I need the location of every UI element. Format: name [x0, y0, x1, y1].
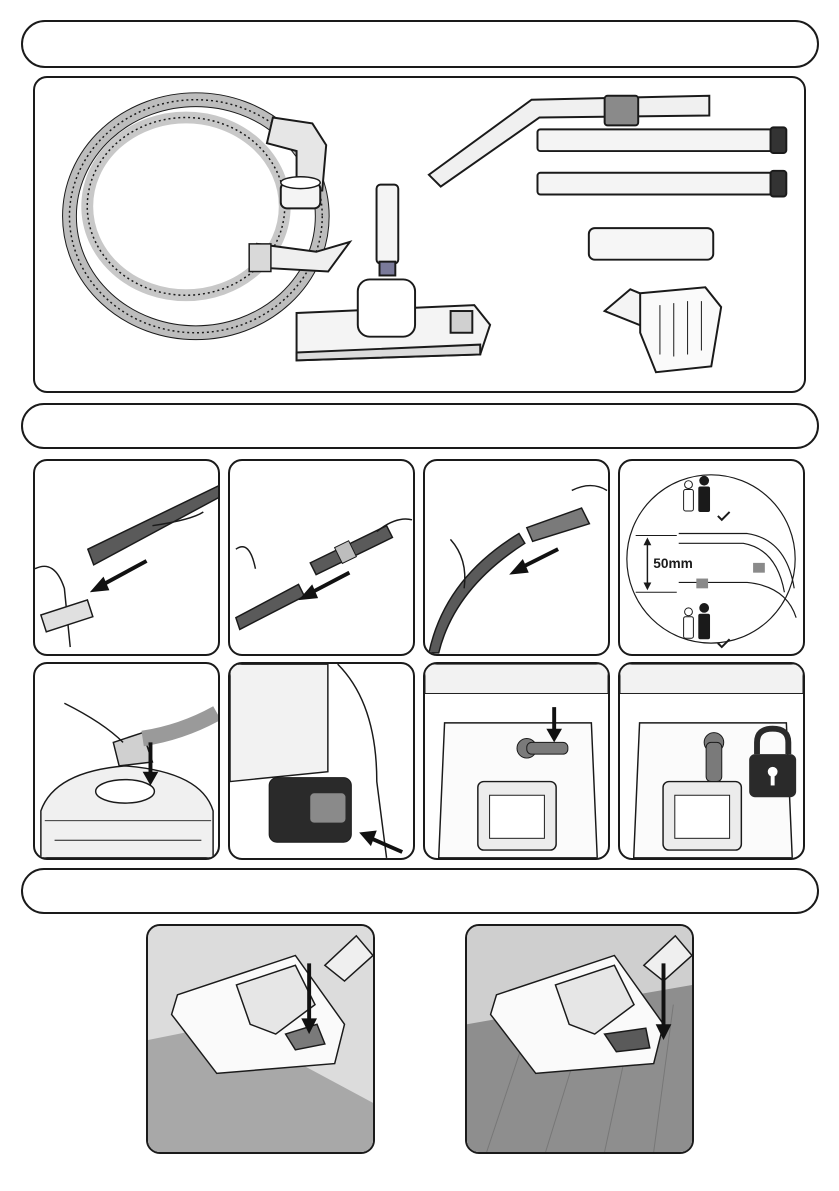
- section-header-assembly: [21, 403, 819, 449]
- section-header-floor-setting: [21, 868, 819, 914]
- hard-floor-setting-panel: [465, 924, 694, 1154]
- adapter-illustration: [589, 228, 713, 260]
- step-lock-latch-panel: [423, 662, 610, 860]
- step-insert-battery-panel: [228, 662, 415, 860]
- section-header-components: [21, 20, 819, 68]
- latch-illustration: [704, 733, 724, 782]
- direction-arrow: [509, 549, 558, 574]
- height-difference-label: 50mm: [653, 556, 693, 571]
- check-icon: [718, 512, 730, 520]
- battery-pack-illustration: [269, 778, 351, 843]
- carpet-setting-panel: [146, 924, 375, 1154]
- direction-arrow: [90, 561, 147, 592]
- step-attach-tube-panel: [33, 459, 220, 656]
- short-user-icon: [684, 608, 694, 638]
- extension-tube-2: [537, 171, 786, 197]
- direction-arrow: [299, 573, 350, 600]
- short-user-icon: [684, 481, 694, 511]
- components-panel: [33, 76, 806, 393]
- step-height-adjust-panel: 50mm: [618, 459, 805, 656]
- step-locked-panel: [618, 662, 805, 860]
- step-join-tubes-panel: [228, 459, 415, 656]
- tall-user-icon: [698, 476, 710, 512]
- step-attach-hose-panel: [423, 459, 610, 656]
- extension-tube-1: [537, 127, 786, 153]
- hose-illustration: [63, 93, 350, 340]
- direction-arrow: [359, 830, 402, 852]
- step-insert-hose-panel: [33, 662, 220, 860]
- dusting-brush-illustration: [605, 287, 722, 372]
- tall-user-icon: [698, 603, 710, 639]
